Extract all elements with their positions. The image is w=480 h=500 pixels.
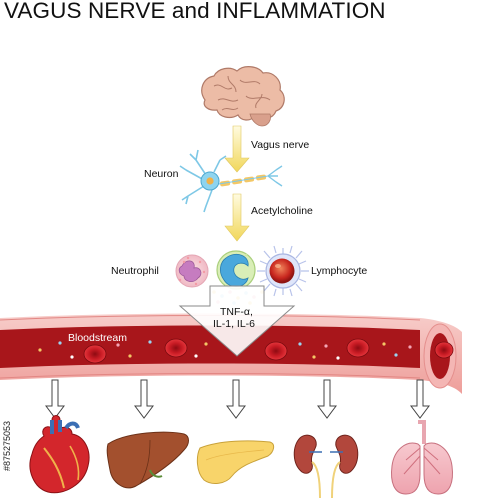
cytokines-label-line2: IL-1, IL-6 <box>213 318 256 330</box>
lungs-icon <box>391 420 453 495</box>
pancreas-icon <box>196 440 275 484</box>
lymphocyte-icon <box>257 245 309 297</box>
acetylcholine-arrow-icon <box>224 193 250 242</box>
brain-icon <box>201 66 285 127</box>
stock-id-text: #875275053 <box>2 420 12 472</box>
cytokines-label-line1: TNF-α, <box>220 306 253 318</box>
neuron-label: Neuron <box>144 168 179 180</box>
macrophage-icon <box>216 250 256 290</box>
neutrophil-icon <box>175 254 209 288</box>
lymphocyte-label: Lymphocyte <box>311 265 368 277</box>
cytokine-release-arrow-icon <box>178 285 296 357</box>
signal-arrow-icon <box>224 125 250 173</box>
bloodstream-label: Bloodstream <box>68 332 127 344</box>
cytokine-particles-blood <box>38 340 412 360</box>
acetylcholine-label: Acetylcholine <box>251 205 313 217</box>
stock-id-watermark: #875275053 <box>0 392 14 500</box>
red-blood-cell-icon <box>83 338 454 364</box>
page-title: VAGUS NERVE and INFLAMMATION <box>4 0 386 23</box>
organ-arrow-icons <box>45 379 430 419</box>
liver-icon <box>106 431 189 489</box>
heart-icon <box>29 415 90 494</box>
neutrophil-label: Neutrophil <box>111 265 159 277</box>
vagus-nerve-label: Vagus nerve <box>251 139 310 151</box>
neuron-icon <box>179 149 283 213</box>
kidneys-icon <box>293 434 359 499</box>
